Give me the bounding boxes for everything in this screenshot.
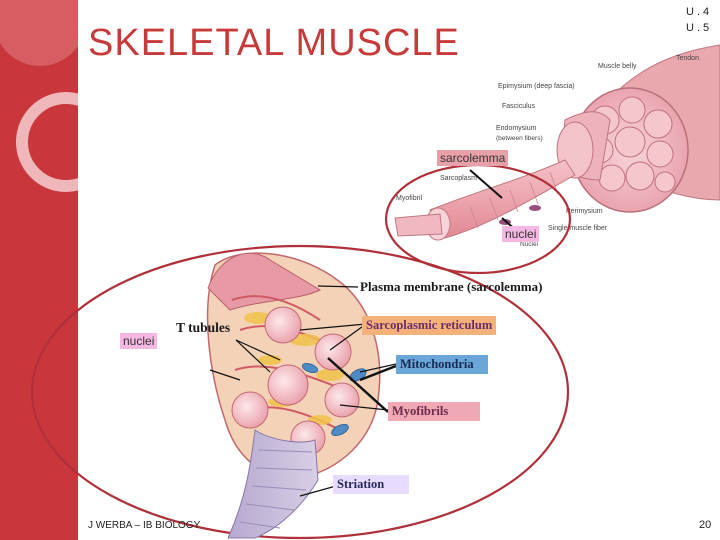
label-endomysium-sub: (between fibers) xyxy=(496,135,543,142)
muscle-dissection-illustration xyxy=(394,44,720,241)
myofibril-striated-strand xyxy=(227,429,319,539)
label-mitochondria: Mitochondria xyxy=(396,355,488,374)
syllabus-codes: U.4 U.5 xyxy=(686,4,712,36)
slide-title: SKELETAL MUSCLE xyxy=(88,22,460,64)
label-endomysium: Endomysium xyxy=(496,125,537,132)
label-nuclei-small: Nuclei xyxy=(520,241,538,248)
label-epimysium: Epimysium (deep fascia) xyxy=(498,83,575,90)
footer-credit: J WERBA – IB BIOLOGY xyxy=(88,520,201,531)
syllabus-code-1: U.4 xyxy=(686,6,713,18)
syllabus-code-2: U.5 xyxy=(686,22,713,34)
cell-highlight-ellipse xyxy=(30,244,570,540)
myofibril-cross-sections xyxy=(231,306,360,456)
mitochondria-pointer xyxy=(359,364,397,382)
label-perimysium: Perimysium xyxy=(566,208,603,215)
label-striation: Striation xyxy=(333,475,409,494)
label-muscle-fiber: Single muscle fiber xyxy=(548,225,608,232)
muscle-cell-illustration xyxy=(206,252,381,539)
myofibril-bundle xyxy=(394,213,443,237)
label-plasma-membrane: Plasma membrane (sarcolemma) xyxy=(360,279,543,294)
bottom-pointers xyxy=(209,285,397,497)
myofibrils-pointer xyxy=(327,357,389,413)
strand-striations xyxy=(239,449,313,529)
sidebar-ring xyxy=(16,92,78,192)
nuclei-tag-bottom: nuclei xyxy=(120,333,158,349)
nuclei-tag-top: nuclei xyxy=(502,226,540,242)
sidebar-band xyxy=(0,0,78,540)
label-myofibrils: Myofibrils xyxy=(388,402,480,421)
membrane-fold xyxy=(207,252,322,311)
sidebar-decoration xyxy=(0,0,78,192)
fiber-nucleus xyxy=(529,205,541,211)
label-sarcoplasmic-reticulum: Sarcoplasmic reticulum xyxy=(362,316,497,335)
label-muscle-belly: Muscle belly xyxy=(598,63,637,70)
page-number: 20 xyxy=(699,519,712,531)
label-myofibril: Myofibril xyxy=(396,195,423,202)
sarcolemma-tag: sarcolemma xyxy=(437,150,509,166)
label-tendon: Tendon xyxy=(676,55,699,62)
label-fasciculus: Fasciculus xyxy=(502,103,536,110)
label-sarcoplasm: Sarcoplasm xyxy=(440,175,477,182)
sarcolemma-pointer xyxy=(469,169,503,199)
sidebar-circle-top xyxy=(0,0,78,66)
label-t-tubules: T tubules xyxy=(176,320,231,335)
